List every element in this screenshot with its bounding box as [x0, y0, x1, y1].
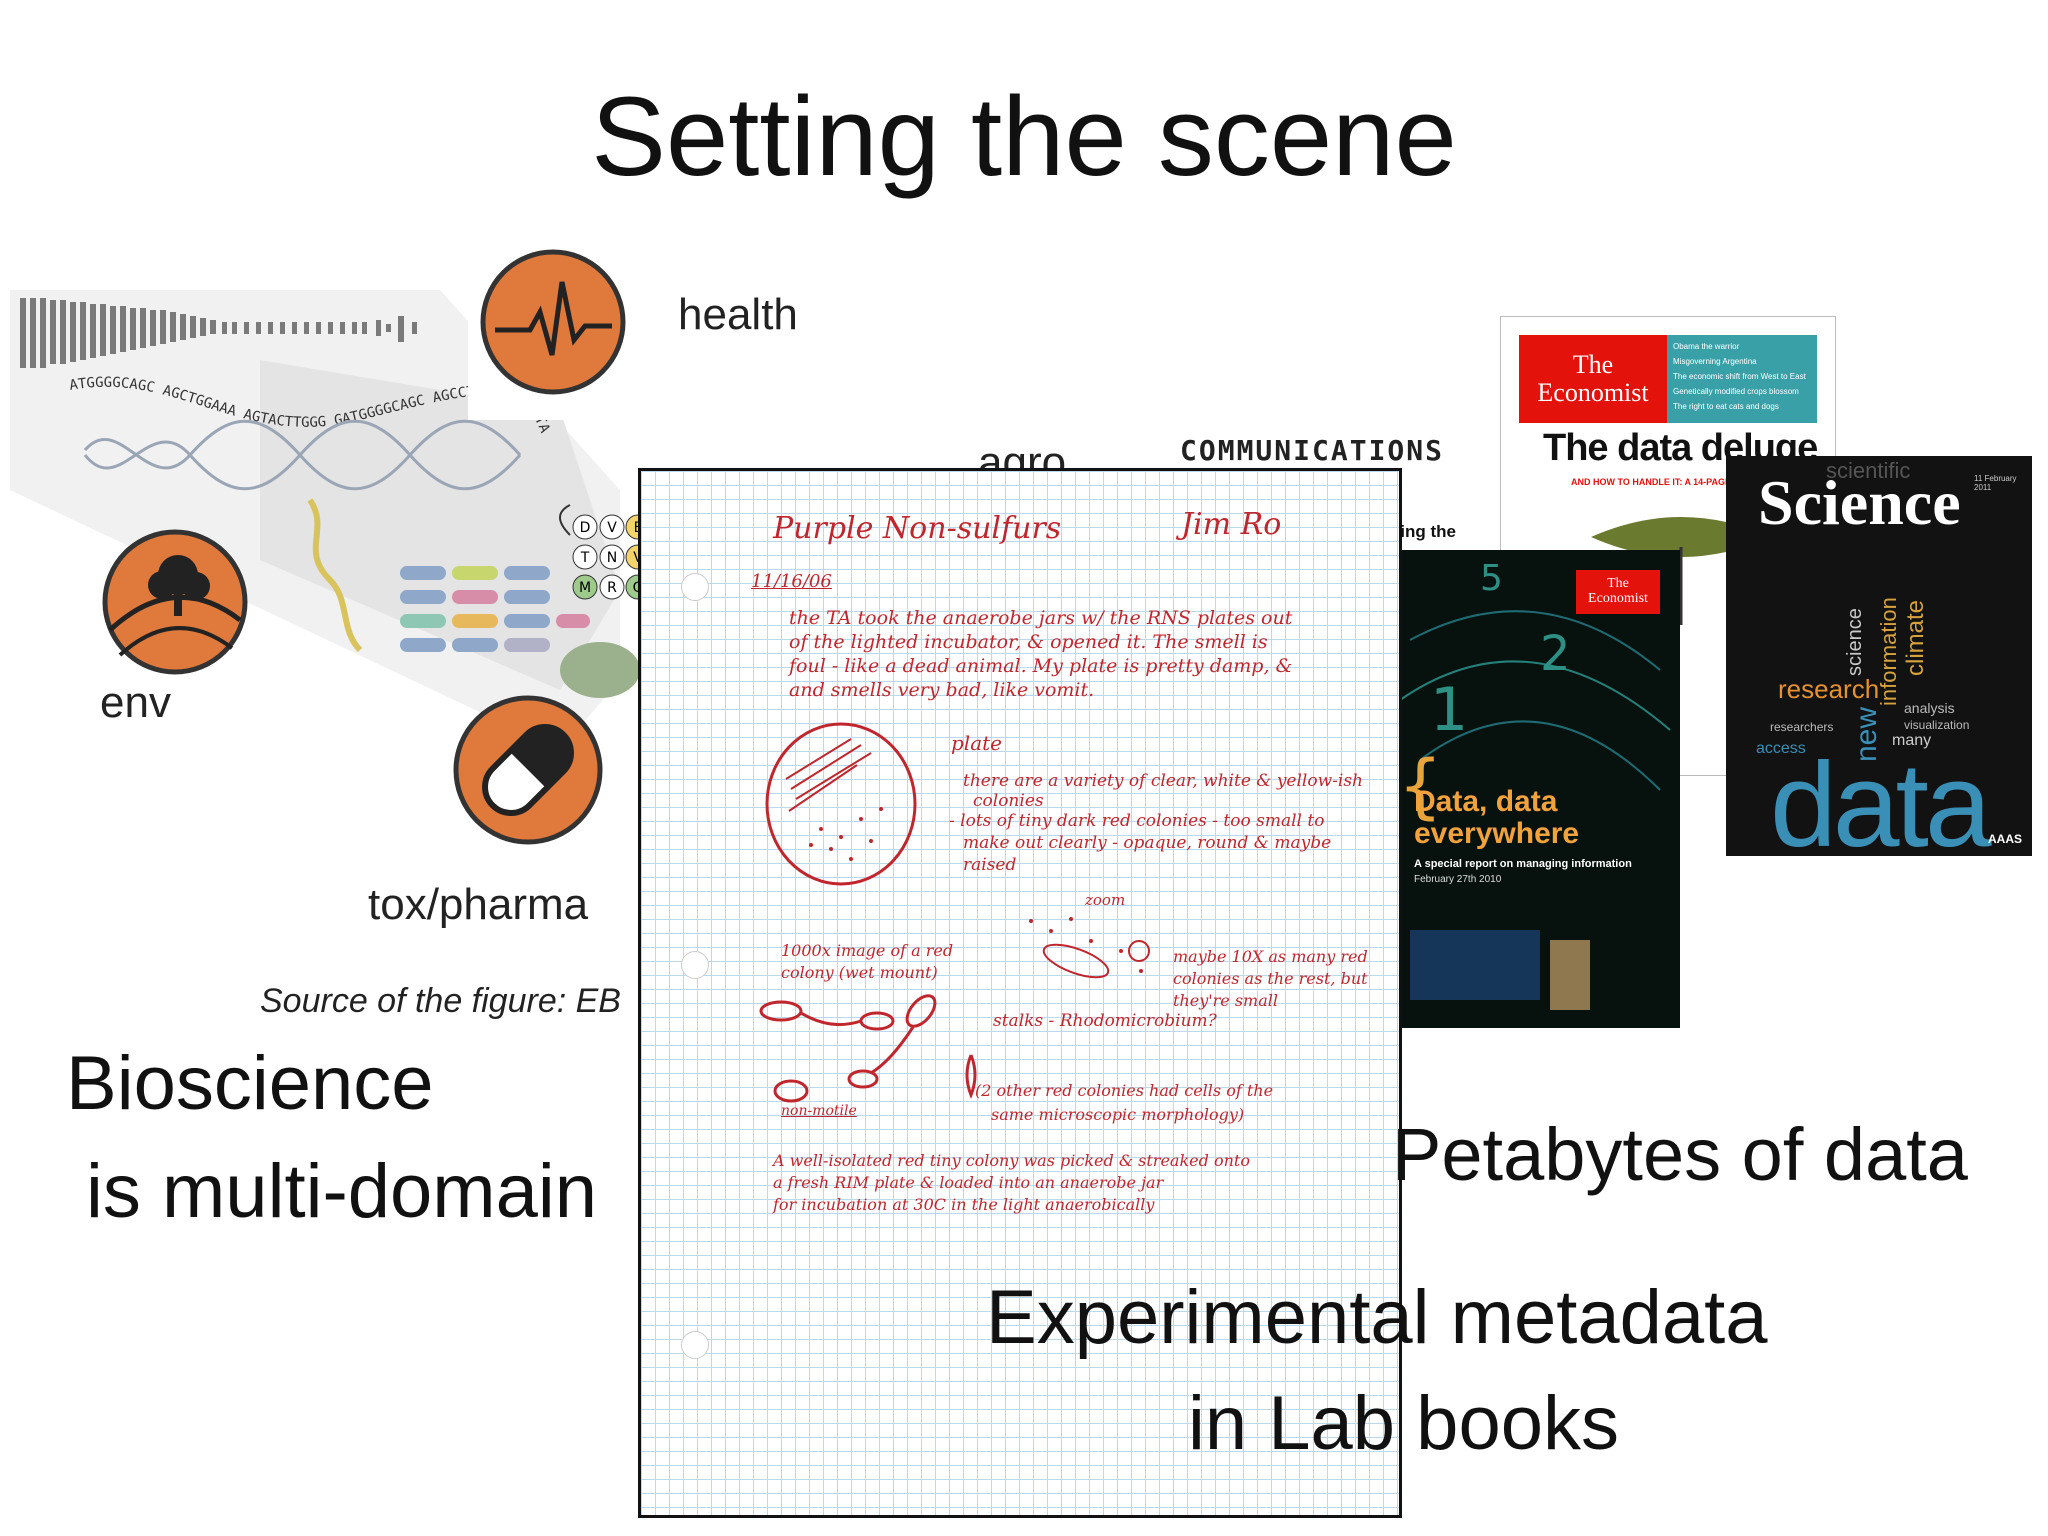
science-date: 11 February 2011	[1974, 474, 2017, 492]
word-cloud-term: analysis	[1904, 700, 1955, 716]
notebook-line: of the lighted incubator, & opened it. T…	[789, 631, 1268, 653]
dna-helix	[83, 419, 522, 491]
economist-logo: The Economist	[1519, 335, 1667, 423]
image-note: colony (wet mount)	[781, 963, 938, 982]
non-motile-label: non-motile	[781, 1103, 857, 1119]
env-icon	[102, 529, 248, 675]
svg-text:1: 1	[1430, 675, 1468, 745]
everywhere-sub: A special report on managing information	[1414, 858, 1632, 870]
other-note: (2 other red colonies had cells of the	[975, 1081, 1274, 1100]
notebook-line: and smells very bad, like vomit.	[789, 679, 1095, 701]
isolate-line: A well-isolated red tiny colony was pick…	[773, 1151, 1250, 1170]
side-item: The economic shift from West to East	[1673, 372, 1806, 381]
communications-title: COMMUNICATIONS	[1180, 434, 1445, 467]
chromosome-barcode	[20, 298, 417, 368]
label-env: env	[100, 678, 171, 727]
side-item: Genetically modified crops blossom	[1673, 387, 1799, 396]
lab-notebook-page: Purple Non-sulfurs Jim Ro 11/16/06 the T…	[638, 468, 1402, 1518]
svg-text:V: V	[607, 520, 617, 536]
economist-logo-small: The Economist	[1576, 570, 1660, 614]
binder-hole	[681, 951, 709, 979]
science-cover: 11 February 2011 Science scientific info…	[1726, 456, 2032, 856]
health-icon	[468, 249, 638, 420]
word-cloud-term: research	[1778, 674, 1880, 704]
data-swirl-illustration: 1 2 5 {	[1398, 558, 1671, 1010]
isolate-line: a fresh RIM plate & loaded into an anaer…	[773, 1173, 1164, 1192]
word-cloud-term: visualization	[1904, 718, 1970, 732]
svg-text:N: N	[607, 550, 617, 566]
binder-hole	[681, 1331, 709, 1359]
cell-morphology-sketch	[759, 994, 977, 1103]
science-data-word: data	[1770, 738, 1992, 856]
word-cloud-term: information	[1876, 597, 1901, 706]
isolate-line: for incubation at 30C in the light anaer…	[773, 1195, 1155, 1214]
notebook-heading: Purple Non-sulfurs	[773, 511, 1062, 546]
word-cloud-term: access	[1756, 740, 1806, 757]
obs-line: raised	[963, 855, 1017, 875]
everywhere-date: February 27th 2010	[1414, 874, 1502, 885]
bioscience-line1: Bioscience	[66, 1041, 434, 1126]
maybe-note: they're small	[1173, 991, 1278, 1010]
plate-label: plate	[951, 731, 1002, 755]
label-health: health	[678, 290, 798, 339]
funnel-shape	[260, 360, 620, 690]
svg-text:D: D	[580, 520, 591, 536]
obs-line: make out clearly - opaque, round & maybe	[963, 833, 1332, 853]
word-cloud-term: scientific	[1826, 458, 1911, 483]
figure-source: Source of the figure: EB	[260, 982, 621, 1020]
petabytes-caption: Petabytes of data	[1392, 1113, 1968, 1196]
bioscience-figure: ATGGGGCAGC AGCTGGAAA AGTACTTGGG GATGGGGC…	[0, 230, 651, 845]
pathway-pills	[400, 566, 590, 652]
pill-icon	[453, 695, 603, 845]
obs-line: colonies	[973, 791, 1044, 811]
other-note: same microscopic morphology)	[991, 1105, 1245, 1124]
zoom-label: zoom	[1085, 891, 1126, 909]
svg-text:M: M	[579, 580, 591, 596]
lab-books-line1: Experimental metadata	[986, 1275, 1768, 1360]
aaas-logo: AAAS	[1988, 832, 2023, 846]
side-item: Obama the warrior	[1673, 342, 1740, 351]
protein-ribbon	[307, 498, 363, 653]
notebook-line: foul - like a dead animal. My plate is p…	[789, 655, 1293, 677]
science-logo: Science	[1758, 467, 1961, 538]
protein-structure	[560, 642, 640, 698]
binder-hole	[681, 573, 709, 601]
word-cloud-term: science	[1844, 608, 1866, 676]
side-item: The right to eat cats and dogs	[1673, 402, 1779, 411]
obs-line: - lots of tiny dark red colonies - too s…	[949, 811, 1325, 831]
obs-line: there are a variety of clear, white & ye…	[963, 771, 1363, 791]
word-cloud-term: many	[1892, 732, 1932, 749]
svg-text:R: R	[607, 580, 617, 596]
svg-text:{: {	[1398, 745, 1443, 827]
word-cloud-term: researchers	[1770, 720, 1834, 734]
svg-text:T: T	[580, 550, 590, 566]
bioscience-line2: is multi-domain	[86, 1149, 598, 1234]
label-tox-pharma: tox/pharma	[368, 880, 589, 929]
stalks-note: stalks - Rhodomicrobium?	[993, 1011, 1217, 1031]
maybe-note: colonies as the rest, but	[1173, 969, 1368, 988]
side-item: Misgoverning Argentina	[1673, 357, 1757, 366]
everywhere-headline: Data, data everywhere	[1414, 785, 1580, 850]
notebook-line: the TA took the anaerobe jars w/ the RNS…	[789, 607, 1293, 629]
image-note: 1000x image of a red	[781, 941, 954, 960]
lab-books-line2: in Lab books	[1188, 1381, 1619, 1466]
svg-text:5: 5	[1480, 558, 1503, 599]
zoom-sketch	[1029, 917, 1150, 979]
economist-everywhere-cover: 1 2 5 { The Economist Data, data everywh…	[1390, 550, 1680, 1028]
word-cloud-term: climate	[1902, 599, 1929, 676]
svg-text:2: 2	[1540, 626, 1571, 682]
slide-title: Setting the scene	[591, 74, 1457, 199]
notebook-date: 11/16/06	[751, 571, 832, 592]
deluge-sub: AND HOW TO HANDLE IT: A 14-PAGE SPECIAL	[1571, 477, 1773, 487]
notebook-signature: Jim Ro	[1181, 507, 1282, 542]
petri-plate-sketch	[765, 722, 917, 886]
maybe-note: maybe 10X as many red	[1173, 947, 1368, 966]
economist-side-panel: Obama the warrior Misgoverning Argentina…	[1667, 335, 1817, 423]
